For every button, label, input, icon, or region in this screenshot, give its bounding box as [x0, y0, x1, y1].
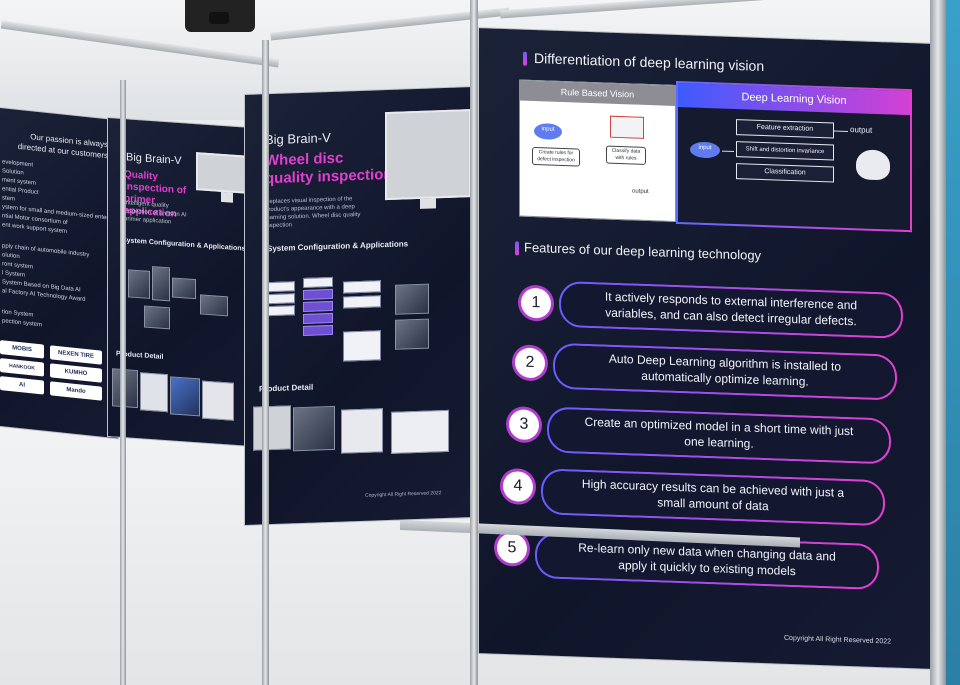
- section-title: System Configuration & Applications: [122, 236, 246, 253]
- booth-pole: [120, 80, 126, 685]
- flow-arrow: [834, 130, 848, 132]
- feature-text: It actively responds to external interfe…: [604, 289, 858, 329]
- feature-item: Create an optimized model in a short tim…: [547, 406, 891, 465]
- process-step: Shift and distortion invariance: [736, 141, 834, 161]
- diagram-block: [265, 281, 295, 293]
- ceiling-camera: [185, 0, 255, 32]
- diagram-block: [303, 276, 333, 288]
- product-screenshot: [202, 380, 234, 421]
- copyright-text: Copyright All Right Reserved 2022: [784, 634, 892, 646]
- process-step: Classification: [736, 163, 834, 183]
- neighbor-booth-edge: [946, 0, 960, 685]
- poster-description: Replaces visual inspection of the produc…: [265, 196, 361, 230]
- feature-number: 1: [521, 287, 551, 319]
- client-logo: Mando: [50, 381, 102, 401]
- section-title: System Configuration & Applications: [267, 239, 409, 254]
- flow-arrow: [722, 150, 734, 153]
- diagram-block: [303, 300, 333, 312]
- diagram-block: [265, 293, 295, 305]
- brand-name: Big Brain-V: [126, 151, 182, 168]
- feature-number: 3: [509, 409, 539, 441]
- client-logo: HANKOOK POWERTECH: [0, 358, 44, 386]
- copyright-text: Copyright All Right Reserved 2022: [365, 490, 442, 499]
- title-accent-bar: [523, 51, 527, 66]
- feature-number: 5: [497, 532, 527, 564]
- deep-learning-box: Deep Learning Vision input Feature extra…: [676, 80, 912, 233]
- device-image: [200, 294, 228, 317]
- product-screenshot: [293, 405, 335, 452]
- feature-number: 4: [503, 470, 533, 502]
- device-image: [172, 277, 196, 300]
- wheel-disc-inspection-poster: Big Brain-V Wheel disc quality inspectio…: [245, 87, 470, 526]
- booth-pole: [470, 0, 478, 685]
- input-bubble: input: [534, 123, 562, 141]
- poster-title-line1: Wheel disc: [265, 149, 344, 170]
- device-image: [128, 269, 150, 299]
- feature-number: 2: [515, 347, 545, 379]
- device-image: [144, 305, 170, 330]
- poster-headline: Our passion is always directed at our cu…: [17, 132, 108, 161]
- title-accent-bar: [515, 241, 519, 256]
- rule-step-box: Classify data with rules: [606, 145, 646, 165]
- diagram-block: [303, 324, 333, 336]
- client-logo: NEXEN TIRE: [50, 345, 102, 365]
- feature-item: It actively responds to external interfe…: [559, 280, 903, 339]
- diagram-block: [343, 295, 381, 309]
- product-screenshot: [253, 405, 291, 451]
- diagram-title: Differentiation of deep learning vision: [534, 50, 765, 75]
- output-label: output: [632, 188, 649, 196]
- poster-title-line2: quality inspection: [265, 165, 393, 188]
- feature-item: Auto Deep Learning algorithm is installe…: [553, 342, 897, 401]
- diagram-block: [343, 280, 381, 294]
- diagram-block: [303, 312, 333, 324]
- feature-text: Create an optimized model in a short tim…: [584, 414, 854, 451]
- primer-inspection-poster: Big Brain-V Quality inspection of primer…: [108, 118, 260, 447]
- booth-pole: [930, 0, 946, 685]
- vision-comparison-diagram: Rule Based Vision input Create rules for…: [519, 79, 912, 234]
- company-history-poster: Our passion is always directed at our cu…: [0, 108, 118, 439]
- history-line: pection system: [2, 318, 43, 329]
- diagram-block: [265, 305, 295, 317]
- product-screenshot: [140, 372, 168, 413]
- output-label: output: [850, 125, 873, 135]
- booth-pole: [262, 40, 269, 685]
- features-title: Features of our deep learning technology: [524, 239, 762, 263]
- rule-step-box: Create rules for defect inspection: [532, 146, 580, 167]
- brand-name: Big Brain-V: [265, 130, 331, 148]
- rule-based-box: Rule Based Vision input Create rules for…: [519, 79, 676, 222]
- client-logo: MOBIS: [0, 340, 44, 359]
- wheel-photo: [395, 283, 429, 315]
- poster-description: Intelligent quality inspection of a visi…: [124, 200, 187, 226]
- feature-item: High accuracy results can be achieved wi…: [541, 468, 885, 527]
- rule-based-header: Rule Based Vision: [520, 80, 675, 106]
- wheel-photo: [395, 318, 429, 350]
- defect-image: [610, 115, 644, 139]
- deep-learning-poster: Differentiation of deep learning vision …: [476, 28, 934, 669]
- feature-text: High accuracy results can be achieved wi…: [581, 476, 845, 514]
- diagram-block: [343, 330, 381, 362]
- product-screenshot: [170, 376, 200, 417]
- product-screenshot: [341, 408, 383, 454]
- product-screenshot: [391, 409, 449, 454]
- feature-text: Re-learn only new data when changing dat…: [578, 540, 836, 579]
- input-bubble: input: [690, 141, 720, 159]
- monitor-image: [385, 109, 470, 201]
- diagram-block: [303, 288, 333, 300]
- feature-text: Auto Deep Learning algorithm is installe…: [608, 351, 842, 389]
- client-logo: KUMHO: [50, 363, 102, 383]
- brain-head-icon: [856, 149, 890, 181]
- deep-learning-header: Deep Learning Vision: [678, 83, 910, 116]
- process-step: Feature extraction: [736, 119, 834, 139]
- device-image: [152, 266, 170, 302]
